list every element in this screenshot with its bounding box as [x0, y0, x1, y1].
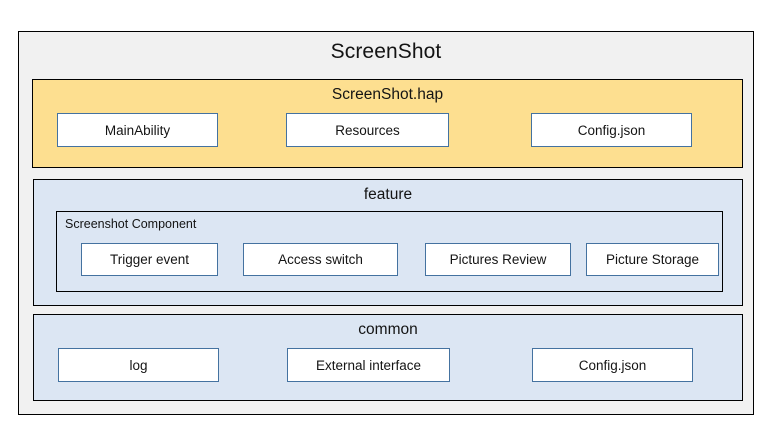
box-mainability[interactable]: MainAbility	[57, 113, 218, 147]
box-resources[interactable]: Resources	[286, 113, 449, 147]
layer-screenshot-hap: ScreenShot.hap MainAbility Resources Con…	[32, 79, 743, 168]
subgroup-title-screenshot-component: Screenshot Component	[65, 217, 197, 231]
screenshot-app-container: ScreenShot ScreenShot.hap MainAbility Re…	[18, 31, 754, 415]
box-access-switch[interactable]: Access switch	[243, 243, 398, 276]
box-config-json-hap[interactable]: Config.json	[531, 113, 692, 147]
diagram-title: ScreenShot	[330, 40, 442, 63]
layer-common: common log External interface Config.jso…	[33, 314, 743, 401]
box-external-interface[interactable]: External interface	[287, 348, 450, 382]
layer-title-common: common	[358, 321, 418, 338]
layer-title-feature: feature	[363, 186, 413, 203]
box-trigger-event[interactable]: Trigger event	[81, 243, 218, 276]
layer-title-hap: ScreenShot.hap	[331, 86, 444, 103]
box-pictures-review[interactable]: Pictures Review	[425, 243, 571, 276]
box-log[interactable]: log	[58, 348, 219, 382]
box-config-json-common[interactable]: Config.json	[532, 348, 693, 382]
box-picture-storage[interactable]: Picture Storage	[586, 243, 719, 276]
layer-feature: feature Screenshot Component Trigger eve…	[33, 179, 743, 306]
subgroup-screenshot-component: Screenshot Component Trigger event Acces…	[56, 211, 723, 292]
